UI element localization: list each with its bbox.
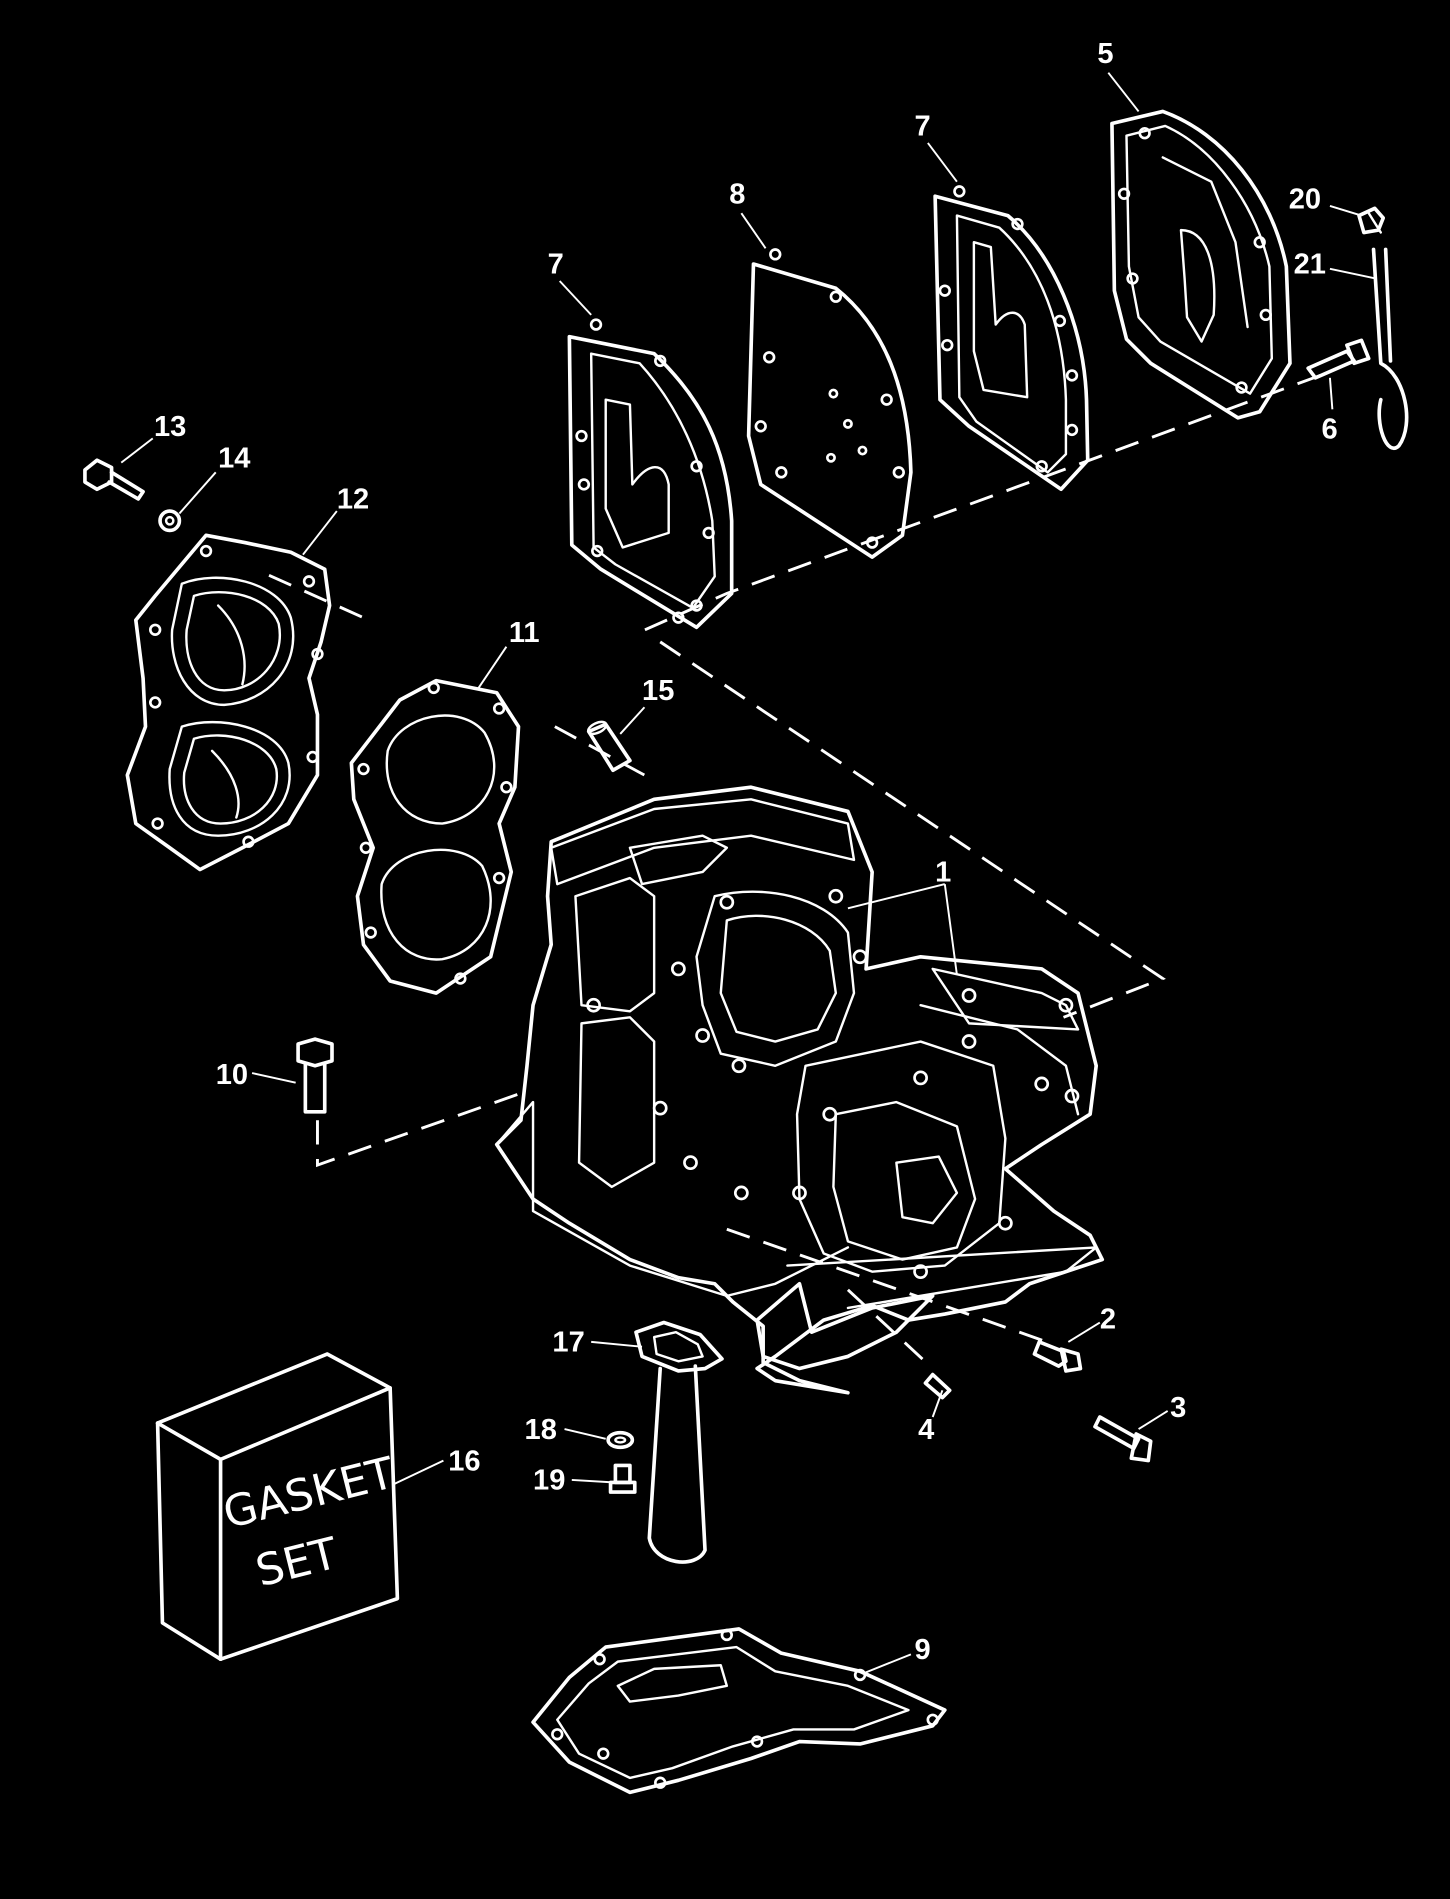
callout-5: 5 bbox=[1097, 38, 1113, 70]
callout-10: 10 bbox=[216, 1059, 248, 1091]
locating-sleeve bbox=[586, 720, 632, 773]
callout-13: 13 bbox=[154, 411, 186, 443]
callout-11: 11 bbox=[509, 617, 540, 649]
callout-19: 19 bbox=[533, 1465, 565, 1497]
elbow-fitting bbox=[1357, 206, 1386, 235]
leader-lines bbox=[120, 72, 1377, 1675]
cover-screw bbox=[1306, 338, 1371, 380]
callout-9: 9 bbox=[915, 1634, 931, 1666]
callout-labels: 1 2 3 4 5 6 7 7 8 9 10 11 12 13 14 15 16… bbox=[154, 38, 1338, 1666]
cylinder-head bbox=[125, 533, 332, 872]
callout-4: 4 bbox=[918, 1414, 934, 1446]
callout-15: 15 bbox=[642, 675, 674, 707]
exhaust-cover bbox=[1110, 109, 1292, 420]
water-tube-seal bbox=[634, 1320, 724, 1564]
callout-8: 8 bbox=[729, 178, 745, 210]
callout-3: 3 bbox=[1170, 1392, 1186, 1424]
crankcase-cylinder-block bbox=[494, 785, 1105, 1395]
callout-17: 17 bbox=[552, 1327, 584, 1359]
hose bbox=[1371, 247, 1409, 450]
alignment-lines bbox=[268, 374, 1321, 1370]
callout-16: 16 bbox=[448, 1445, 480, 1477]
exhaust-gasket-inner bbox=[567, 318, 734, 630]
callout-14: 14 bbox=[218, 442, 250, 474]
tube-screw bbox=[608, 1463, 637, 1494]
washer bbox=[158, 509, 182, 533]
tube-washer bbox=[606, 1430, 635, 1450]
screw bbox=[1032, 1340, 1083, 1373]
callout-7b: 7 bbox=[915, 111, 931, 143]
base-gasket bbox=[531, 1627, 947, 1795]
head-bolt bbox=[83, 458, 145, 501]
callout-7a: 7 bbox=[548, 249, 564, 281]
dowel-pin bbox=[923, 1372, 952, 1400]
callout-18: 18 bbox=[525, 1414, 557, 1446]
callout-2: 2 bbox=[1100, 1304, 1116, 1336]
exhaust-gasket-outer bbox=[933, 185, 1090, 492]
callout-20: 20 bbox=[1289, 183, 1321, 215]
callout-1: 1 bbox=[935, 857, 951, 889]
exhaust-plate bbox=[746, 248, 913, 559]
callout-21: 21 bbox=[1294, 249, 1326, 281]
bolt bbox=[1093, 1415, 1153, 1463]
callout-6: 6 bbox=[1321, 413, 1337, 445]
callout-12: 12 bbox=[337, 484, 369, 516]
block-bolt bbox=[296, 1037, 334, 1114]
head-gasket bbox=[349, 678, 521, 995]
